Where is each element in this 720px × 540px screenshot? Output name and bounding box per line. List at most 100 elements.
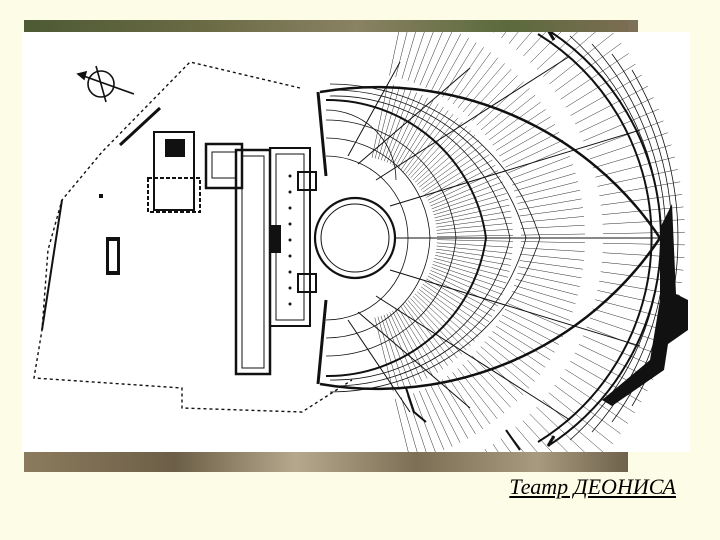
seat-row-line	[462, 364, 505, 414]
seat-row-line	[520, 224, 585, 229]
seat-row-line	[488, 336, 541, 375]
seat-row-line	[397, 307, 438, 373]
seat-row-line	[433, 193, 507, 216]
seat-row-line	[495, 325, 551, 361]
seat-row-line	[529, 413, 568, 452]
auditorium	[316, 32, 679, 451]
seat-row-line	[501, 314, 559, 345]
scene-colonnade	[288, 174, 292, 306]
seat-row-line	[380, 88, 406, 161]
seat-row-line	[570, 361, 642, 403]
seat-row-line	[413, 393, 436, 452]
seat-row-line	[520, 247, 585, 252]
seat-row-line	[416, 291, 475, 342]
seat-row-line	[395, 309, 433, 376]
seat-row-line	[505, 139, 564, 168]
seat-row-line	[519, 207, 584, 217]
seat-row-line	[467, 360, 511, 408]
seat-row-line	[429, 170, 499, 204]
seat-row-line	[554, 42, 622, 92]
seat-hatching	[371, 32, 685, 452]
seat-row-line	[582, 335, 659, 369]
seat-row-line	[383, 90, 412, 162]
seat-row-line	[407, 395, 427, 452]
seat-row-line	[427, 275, 496, 312]
slide-caption: Театр ДЕОНИСА	[509, 474, 676, 499]
seat-row-line	[480, 346, 530, 389]
seat-row-line	[435, 204, 510, 222]
seat-row-line	[565, 63, 636, 108]
seat-row-line	[371, 83, 389, 158]
seat-row-line	[435, 210, 511, 225]
seat-row-line	[407, 32, 425, 81]
seat-row-line	[400, 305, 444, 370]
seat-row-line	[492, 331, 546, 368]
seat-row-line	[431, 267, 503, 295]
seat-row-line	[401, 32, 416, 79]
seat-row-line	[549, 32, 614, 85]
seat-row-line	[436, 234, 514, 237]
seat-row-line	[480, 88, 530, 131]
seat-row-line	[519, 260, 583, 270]
seat-row-line	[431, 33, 461, 91]
seat-row-line	[436, 248, 512, 260]
orchestra	[313, 196, 397, 280]
seat-row-line	[441, 379, 476, 435]
seat-row-line	[395, 100, 434, 167]
seat-row-line	[389, 32, 399, 76]
seat-row-line	[434, 258, 509, 278]
background-photo-strip-top	[24, 20, 628, 34]
altar-inner	[109, 241, 117, 271]
seat-row-line	[425, 32, 453, 88]
seat-row-line	[515, 181, 579, 198]
seat-row-line	[436, 222, 513, 231]
seat-row-line	[413, 32, 434, 83]
seat-row-line	[422, 283, 486, 327]
seat-row-line	[408, 117, 458, 176]
seat-row-line	[432, 264, 505, 290]
seat-row-line	[476, 81, 524, 126]
orchestra-inner	[320, 203, 390, 273]
seat-row-line	[405, 302, 453, 363]
seat-row-line	[430, 385, 461, 443]
precinct-wall	[41, 199, 63, 331]
seat-row-line	[520, 253, 584, 261]
seat-row-line	[507, 147, 567, 174]
seat-row-line	[407, 300, 458, 359]
seat-row-line	[597, 169, 678, 187]
seat-row-line	[520, 241, 585, 244]
seat-row-line	[436, 245, 513, 254]
seat-row-line	[504, 308, 563, 337]
seat-row-line	[377, 86, 400, 160]
seat-row-line	[542, 399, 604, 452]
seat-row-line	[431, 181, 503, 210]
seat-row-line	[424, 388, 453, 447]
seat-row-line	[523, 32, 547, 57]
seat-row-line	[457, 368, 498, 419]
scene-building	[269, 147, 317, 327]
seat-row-line	[595, 156, 675, 178]
seat-row-line	[436, 216, 512, 228]
plan-panel	[22, 32, 690, 452]
marker	[99, 194, 103, 198]
seat-row-line	[421, 144, 483, 190]
seat-row-line	[392, 310, 428, 379]
seat-row-line	[515, 426, 538, 452]
seat-row-line	[434, 198, 509, 219]
precinct-wall-north	[118, 106, 162, 147]
seat-row-line	[579, 97, 654, 133]
seat-row-line	[559, 377, 629, 424]
seat-row-line	[412, 126, 467, 181]
seat-row-line	[502, 132, 560, 162]
seat-row-line	[530, 32, 562, 63]
seat-row-line	[560, 53, 629, 100]
seat-row-line	[392, 97, 428, 166]
seat-row-line	[570, 74, 643, 116]
seat-row-line	[592, 144, 672, 169]
seat-row-line	[424, 154, 490, 195]
seat-row-line	[426, 278, 493, 317]
seat-row-line	[419, 32, 443, 86]
seat-row-line	[452, 52, 491, 105]
seat-row-line	[403, 304, 449, 366]
seat-row-line	[430, 270, 501, 301]
